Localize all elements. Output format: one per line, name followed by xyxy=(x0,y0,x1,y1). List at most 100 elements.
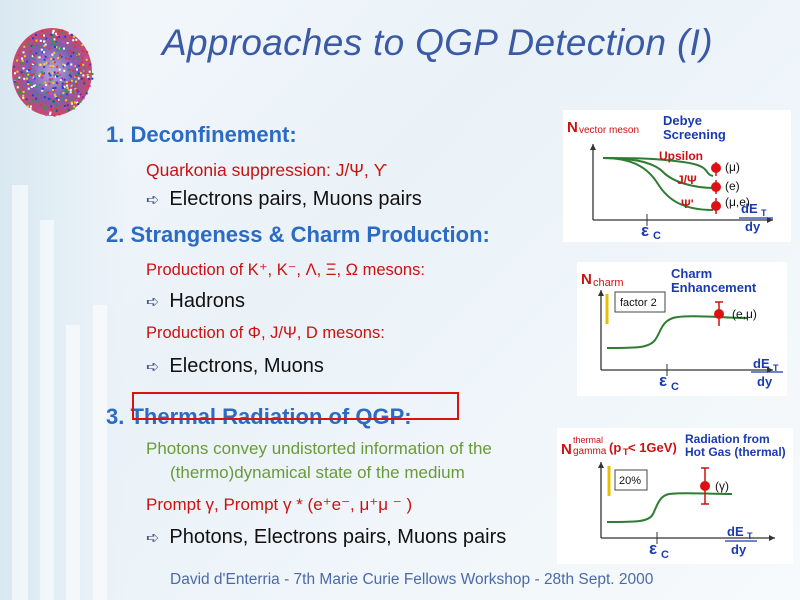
logo-speckle xyxy=(35,39,38,42)
logo-speckle xyxy=(22,67,25,70)
plot1-ylabel-sub: vector meson xyxy=(579,125,639,136)
logo-speckle xyxy=(70,52,73,55)
logo-speckle xyxy=(73,105,76,108)
logo-speckle xyxy=(60,77,63,80)
logo-speckle xyxy=(53,38,56,41)
logo-speckle xyxy=(52,81,55,84)
plot3-cut-rest: < 1GeV) xyxy=(628,440,677,455)
logo-speckle xyxy=(56,49,59,52)
section-heading-strangeness: 2. Strangeness & Charm Production: xyxy=(106,222,490,247)
logo-speckle xyxy=(41,85,44,88)
logo-speckle xyxy=(22,74,25,76)
logo-speckle xyxy=(40,55,43,58)
logo-speckle xyxy=(53,61,56,64)
plot1-ylabel: N xyxy=(567,119,578,136)
bullet-electrons-muons: ➪Electrons, Muons xyxy=(146,355,324,378)
logo-speckle xyxy=(57,99,60,101)
logo-speckle xyxy=(16,83,19,86)
logo-speckle xyxy=(75,83,78,86)
logo-speckle xyxy=(41,73,44,76)
logo-speckle xyxy=(55,97,58,100)
logo-speckle xyxy=(26,80,29,83)
logo-speckle xyxy=(49,65,52,68)
plot2-channel: (e,μ) xyxy=(732,307,757,321)
logo-speckle xyxy=(86,51,89,54)
plot1-xlabel-epsilon-sub: C xyxy=(653,230,661,242)
logo-speckle xyxy=(52,30,55,32)
logo-speckle xyxy=(63,85,66,88)
logo-speckle xyxy=(83,79,86,82)
plot1-xlabel-denominator: dy xyxy=(745,219,761,234)
logo-speckle xyxy=(26,43,29,45)
logo-speckle xyxy=(83,72,86,75)
logo-speckle xyxy=(56,75,58,78)
plot1-curve-jpsi xyxy=(602,157,716,189)
logo-speckle xyxy=(43,96,46,99)
logo-speckle xyxy=(47,62,50,65)
plot2-ylabel: N xyxy=(581,271,592,288)
logo-speckle xyxy=(70,67,73,70)
logo-speckle xyxy=(50,40,53,42)
logo-speckle xyxy=(30,86,33,88)
logo-speckle xyxy=(68,74,71,77)
logo-speckle xyxy=(68,69,71,71)
logo-speckle xyxy=(30,105,32,108)
logo-speckle xyxy=(44,92,47,95)
logo-speckle xyxy=(77,53,80,56)
logo-speckle xyxy=(58,35,61,38)
plot1-title-line1: Debye xyxy=(663,113,702,128)
logo-speckle xyxy=(52,31,54,34)
plot3-channel: (γ) xyxy=(715,479,729,493)
bullet-hadrons: ➪Hadrons xyxy=(146,290,245,313)
logo-speckle xyxy=(55,38,58,41)
plot2-title-line1: Charm xyxy=(671,266,712,281)
logo-speckle xyxy=(54,86,57,89)
plot3-percent-label: 20% xyxy=(619,475,641,487)
logo-speckle xyxy=(63,47,65,50)
plot2-factor-box xyxy=(614,291,666,313)
bullet-text: Electrons pairs, Muons pairs xyxy=(169,188,422,210)
logo-speckle xyxy=(61,85,64,88)
logo-speckle xyxy=(78,57,81,60)
plot3-marker-photon xyxy=(700,481,710,491)
logo-speckle xyxy=(24,79,27,82)
logo-speckle xyxy=(53,74,56,77)
plot1-channel-e: (e) xyxy=(725,179,740,193)
logo-speckle xyxy=(52,93,55,96)
logo-speckle xyxy=(28,75,30,78)
logo-speckle xyxy=(34,70,37,73)
logo-speckle xyxy=(52,58,55,61)
logo-speckle xyxy=(46,57,49,59)
logo-speckle xyxy=(33,40,36,43)
logo-speckle xyxy=(67,62,70,65)
logo-speckle xyxy=(29,50,32,53)
logo-speckle xyxy=(61,29,64,32)
logo-speckle xyxy=(58,30,61,33)
logo-speckle xyxy=(13,65,16,68)
logo-speckle xyxy=(55,109,58,112)
plot3-cut-sub: T xyxy=(623,447,629,457)
plot2-xlabel-numerator-sub: T xyxy=(773,363,779,373)
logo-speckle xyxy=(64,106,67,109)
logo-speckle xyxy=(52,100,55,103)
plot3-xlabel-numerator: dE xyxy=(727,524,744,539)
plot1-marker-psiprime xyxy=(711,201,721,211)
logo-speckle xyxy=(68,81,71,83)
logo-speckle xyxy=(50,49,53,52)
logo-speckle xyxy=(33,77,36,80)
logo-speckle xyxy=(62,92,65,95)
logo-speckle xyxy=(56,65,59,68)
plot1-label-psiprime: Ψ' xyxy=(681,197,694,211)
logo-speckle xyxy=(12,69,15,72)
plot2-title-line2: Enhancement xyxy=(671,280,757,295)
logo-speckle xyxy=(31,59,34,62)
logo-speckle xyxy=(74,60,77,63)
plot1-title-line2: Screening xyxy=(663,127,726,142)
logo-speckle xyxy=(32,37,35,40)
plot1-marker-jpsi xyxy=(711,182,721,192)
logo-speckle xyxy=(29,67,32,70)
logo-speckle xyxy=(70,98,73,101)
logo-speckle xyxy=(79,69,82,72)
logo-speckle xyxy=(23,65,26,68)
logo-speckle xyxy=(51,36,54,39)
